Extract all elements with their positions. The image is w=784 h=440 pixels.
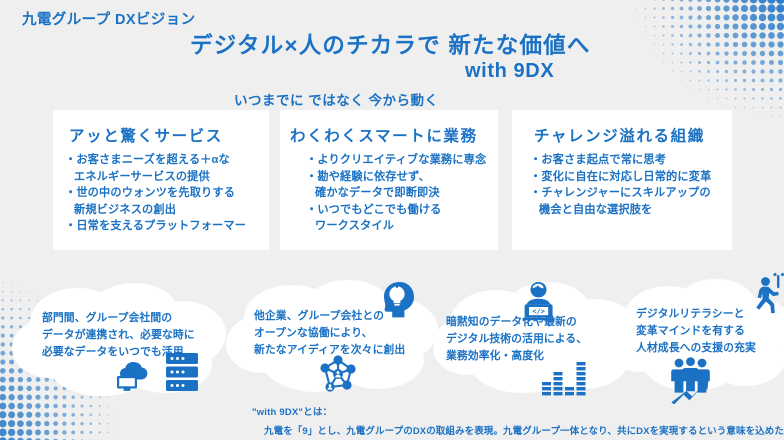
vision-card-service: アッと驚くサービス ・お客さまニーズを超える＋αなエネルギーサービスの提供・世の… [53,110,269,250]
card-bullet-item: ・お客さまニーズを超える＋αな [65,154,230,166]
tagline: いつまでに ではなく 今から動く [234,93,439,108]
cloud-callout-data-integration: 部門間、グループ会社間のデータが連携され、必要な時に必要なデータをいつでも活用 [6,282,238,410]
cloud-text-line: 変革マインドを有する [636,325,745,337]
kicker-label: 九電グループ DXビジョン [22,12,196,28]
cloud-text-line: 暗黙知のデータ化や最新の [446,316,577,328]
card-bullet-item: 機会と自由な選択肢を [539,203,653,216]
card-bullet-item: エネルギーサービスの提供 [74,170,210,183]
vision-card-work: わくわくスマートに業務 ・よりクリエイティブな業務に専念・勘や経験に依存せず、確… [280,110,498,250]
page-subtitle: with 9DX [465,60,555,82]
cloud-callout-open-collaboration: 他企業、グループ会社とのオープンな協働により、新たなアイディアを次々に創出 [222,276,448,406]
cloud-text-line: 必要なデータをいつでも活用 [42,346,184,358]
card-bullet-list: ・よりクリエイティブな業務に専念・勘や経験に依存せず、確かなデータで即断即決・い… [306,152,492,235]
card-heading: わくわくスマートに業務 [290,128,478,145]
title-backdrop [168,27,620,58]
cloud-text-line: 新たなアイディアを次々に創出 [254,344,406,356]
card-heading: チャレンジ溢れる組織 [534,128,705,145]
cloud-callout-digital-technology: 暗黙知のデータ化や最新のデジタル技術の活用による、業務効率化・高度化 </> [434,278,650,408]
server-rack-icon [166,353,198,391]
card-bullet-item: ・よりクリエイティブな業務に専念 [306,154,487,166]
cloud-text-line: デジタル技術の活用による、 [446,333,588,345]
card-bullet-item: ・いつでもどこでも働ける [306,203,442,216]
cloud-text-line: デジタルリテラシーと [636,308,745,320]
cloud-text: 部門間、グループ会社間のデータが連携され、必要な時に必要なデータをいつでも活用 [42,310,195,361]
card-bullet-item: 確かなデータで即断即決 [315,187,440,199]
card-bullet-item: ・チャレンジャーにスキルアップの [530,187,711,199]
footnote: "with 9DX"とは： 九電を「9」とし、九電グループのDXの取組みを表現。… [252,404,784,437]
footnote-line-1: "with 9DX"とは： [252,407,333,418]
card-heading: アッと驚くサービス [69,128,223,145]
footnote-line-2: 九電を「9」とし、九電グループのDXの取組みを表現。九電グループ一体となり、共に… [264,426,784,437]
cloud-shape [12,283,226,396]
network-nodes-icon [320,355,356,392]
cloud-text-line: データが連携され、必要な時に [42,329,195,341]
card-bullet-list: ・お客さま起点で常に思考・変化に自在に対応し日常的に変革・チャレンジャーにスキル… [530,152,726,218]
cloud-text-line: オープンな協働により、 [254,327,373,339]
cloud-upload-monitor-icon [117,362,148,391]
cloud-text-line: 他企業、グループ会社との [254,310,385,322]
bar-chart-icon [542,362,586,396]
card-bullet-item: ワークスタイル [315,220,395,232]
card-bullet-item: ・世の中のウォンツを先取りする [65,187,236,199]
coder-person-icon: </> [522,282,555,321]
cloud-text-line: 人材成長への支援の充実 [636,342,756,354]
card-bullet-item: ・日常を支えるプラットフォーマー [65,220,247,232]
cloud-callout-talent-growth: デジタルリテラシーと変革マインドを有する人材成長への支援の充実 [612,272,784,408]
cloud-text: 他企業、グループ会社とのオープンな協働により、新たなアイディアを次々に創出 [254,308,405,359]
card-bullet-item: ・変化に自在に対応し日常的に変革 [530,170,712,183]
page-title: デジタル×人のチカラで 新たな価値へ [190,33,591,58]
cloud-text: デジタルリテラシーと変革マインドを有する人材成長への支援の充実 [636,306,756,357]
card-bullet-item: ・勘や経験に依存せず、 [306,170,430,183]
vision-card-organization: チャレンジ溢れる組織 ・お客さま起点で常に思考・変化に自在に対応し日常的に変革・… [512,110,732,250]
card-bullet-list: ・お客さまニーズを超える＋αなエネルギーサービスの提供・世の中のウォンツを先取り… [65,152,263,235]
people-growth-arrow-icon [671,357,710,404]
card-bullet-item: 新規ビジネスの創出 [74,203,177,216]
cloud-text-line: 業務効率化・高度化 [446,350,545,362]
head-lightbulb-icon [384,282,414,318]
svg-text:</>: </> [532,307,545,315]
card-bullet-item: ・お客さま起点で常に思考 [530,154,667,166]
cloud-text: 暗黙知のデータ化や最新のデジタル技術の活用による、業務効率化・高度化 [446,314,587,365]
climbing-person-icon [756,272,784,314]
cloud-text-line: 部門間、グループ会社間の [42,312,173,324]
cloud-shape [226,280,438,392]
